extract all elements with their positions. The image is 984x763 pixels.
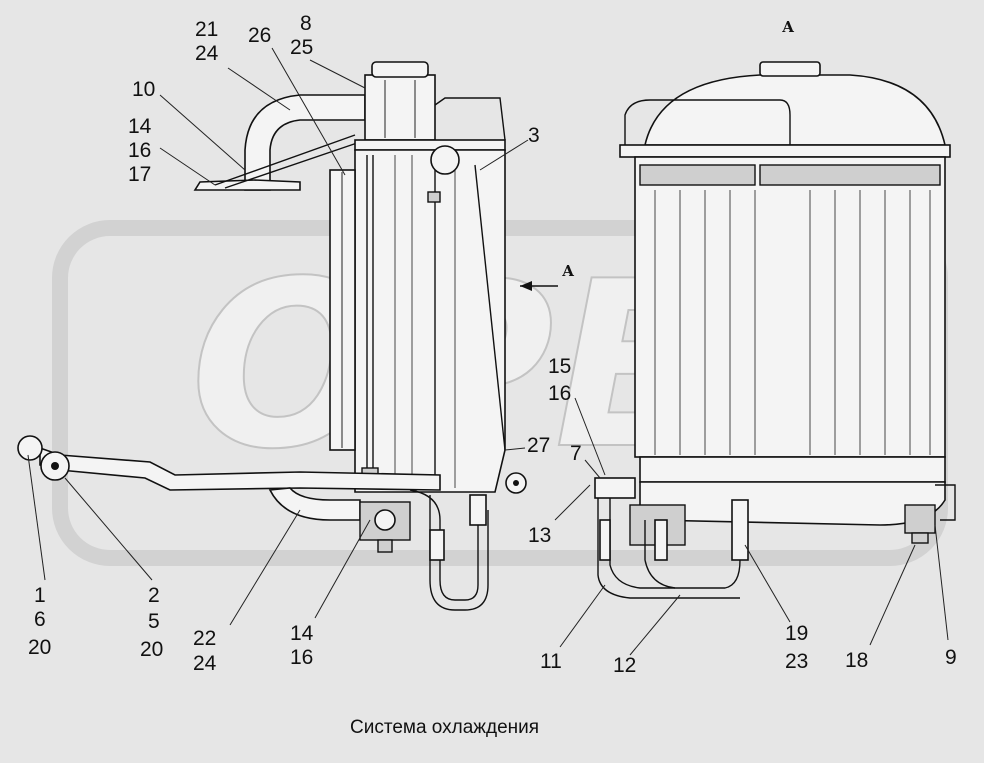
callout-8: 8 — [300, 12, 312, 35]
core-tank-strip-left — [639, 164, 756, 186]
view-arrow-label: А — [562, 262, 575, 280]
leader-lines — [27, 47, 949, 656]
lower-hose — [409, 489, 479, 601]
callout-15: 15 — [548, 355, 571, 378]
expansion-tank — [364, 74, 436, 141]
overflow-tube — [434, 97, 506, 141]
callout-24: 24 — [195, 42, 219, 65]
callout-20-b: 20 — [140, 638, 163, 661]
callout-19: 19 — [785, 622, 808, 645]
side-view: А — [17, 61, 575, 611]
right-mount-bracket — [904, 504, 936, 534]
callout-27: 27 — [527, 434, 550, 457]
lower-tank — [639, 456, 946, 483]
upper-hose-neck — [430, 145, 460, 175]
radiator-core — [634, 156, 946, 458]
callout-16-bottom: 16 — [290, 646, 313, 669]
upper-tank-dome — [643, 74, 947, 146]
callout-11: 11 — [540, 650, 562, 673]
front-outlet-pipe — [731, 499, 749, 561]
callout-7: 7 — [570, 442, 582, 465]
callout-20-a: 20 — [28, 636, 51, 659]
callout-21: 21 — [195, 18, 218, 41]
front-view: А — [594, 18, 956, 599]
callout-22: 22 — [193, 627, 216, 650]
callout-17: 17 — [128, 163, 151, 186]
support-strut — [214, 134, 356, 186]
callout-5: 5 — [148, 610, 160, 633]
right-side-pipe — [935, 484, 956, 521]
callout-14-bottom: 14 — [290, 622, 314, 645]
bracket-plate — [193, 179, 301, 191]
front-filler-cap — [759, 61, 821, 77]
view-a-label: А — [782, 18, 795, 36]
front-overflow-tube — [624, 99, 791, 460]
callout-2: 2 — [148, 584, 160, 607]
callout-14-top: 14 — [128, 115, 152, 138]
callout-25: 25 — [290, 36, 313, 59]
callout-9: 9 — [945, 646, 957, 669]
callout-16-mid: 16 — [548, 382, 571, 405]
callout-10: 10 — [132, 78, 155, 101]
diagram-caption: Система охлаждения — [350, 717, 539, 738]
callout-1: 1 — [34, 584, 46, 607]
core-fins — [654, 190, 931, 455]
callout-6: 6 — [34, 608, 46, 631]
callout-18: 18 — [845, 649, 868, 672]
callout-13: 13 — [528, 524, 551, 547]
callout-23: 23 — [785, 650, 808, 673]
callout-16-top: 16 — [128, 139, 151, 162]
end-eye — [17, 435, 43, 461]
core-tank-strip-right — [759, 164, 941, 186]
callout-26: 26 — [248, 24, 271, 47]
callout-24-bottom: 24 — [193, 652, 217, 675]
callout-12: 12 — [613, 654, 636, 677]
callout-3: 3 — [528, 124, 540, 147]
filler-cap — [371, 61, 429, 78]
base-frame — [639, 481, 946, 526]
callout-labels: 21 24 26 8 25 10 14 16 17 3 27 15 16 7 1… — [28, 12, 957, 677]
front-lower-hose — [597, 498, 740, 599]
